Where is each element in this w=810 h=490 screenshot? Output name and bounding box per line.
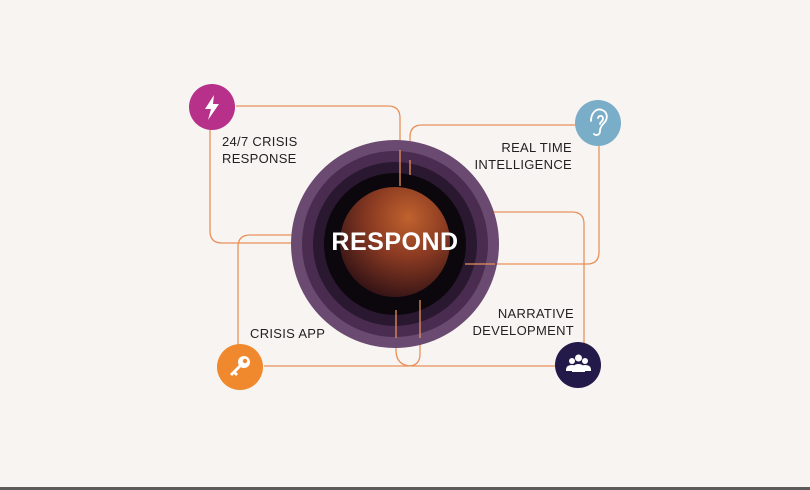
connector-intelligence-side bbox=[465, 146, 600, 265]
node-crisis-response bbox=[189, 84, 235, 130]
connector-intelligence-top bbox=[409, 124, 578, 175]
node-crisis-app bbox=[217, 344, 263, 390]
key-icon bbox=[230, 356, 250, 376]
lightning-bolt-icon bbox=[205, 95, 219, 120]
label-line: RESPONSE bbox=[222, 151, 297, 166]
connector-crisis-response-lower bbox=[209, 128, 330, 244]
node-real-time-intelligence bbox=[575, 100, 621, 146]
label-real-time-intelligence: REAL TIME INTELLIGENCE bbox=[462, 139, 572, 173]
connector-overlays bbox=[395, 150, 495, 338]
ear-icon bbox=[590, 108, 608, 136]
bottom-divider bbox=[0, 487, 810, 490]
connector-crisis-response bbox=[236, 105, 401, 190]
label-line: INTELLIGENCE bbox=[474, 157, 572, 172]
center-label: RESPOND bbox=[331, 228, 459, 256]
label-line: NARRATIVE bbox=[497, 306, 574, 321]
label-line: REAL TIME bbox=[501, 140, 572, 155]
label-crisis-app: CRISIS APP bbox=[250, 325, 325, 342]
node-intelligence-circle bbox=[575, 100, 621, 146]
center-target bbox=[291, 140, 499, 348]
people-group-icon bbox=[566, 354, 591, 372]
node-narrative-development bbox=[555, 342, 601, 388]
label-line: 24/7 CRISIS bbox=[222, 134, 298, 149]
connector-lines bbox=[209, 105, 600, 367]
label-crisis-response: 24/7 CRISIS RESPONSE bbox=[222, 133, 298, 167]
label-line: DEVELOPMENT bbox=[472, 323, 574, 338]
connector-narrative-side bbox=[468, 211, 585, 343]
label-line: CRISIS APP bbox=[250, 326, 326, 341]
label-narrative-development: NARRATIVE DEVELOPMENT bbox=[460, 305, 574, 339]
connector-narrative-bottom bbox=[395, 310, 555, 367]
orb bbox=[340, 187, 450, 297]
connector-crisis-app-top bbox=[237, 234, 320, 345]
